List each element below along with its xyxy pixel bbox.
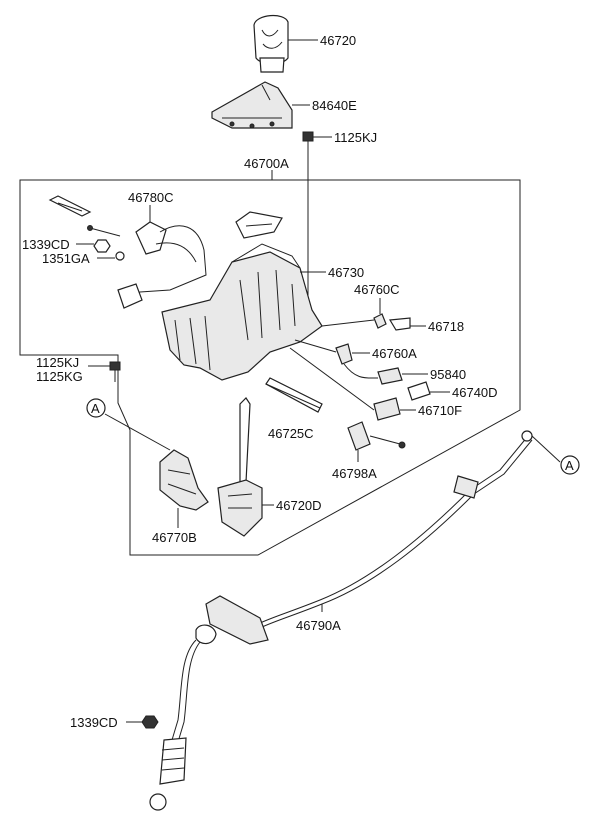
part-label-1125kg: 1125KG [36,369,83,384]
sensor-95840-part [343,363,403,385]
shift-knob-part [253,15,289,73]
clip-46760c-part [373,313,387,329]
part-label-84640e: 84640E [312,98,357,113]
part-label-95840: 95840 [430,367,466,382]
reference-a-left: A [91,401,100,416]
assembly-frame-outline [19,179,521,556]
part-label-46760a: 46760A [372,346,417,361]
washer-1351ga-part [115,251,125,261]
part-label-46730: 46730 [328,265,364,280]
clip-46718-part [388,317,411,331]
holder-46710f-part [373,397,401,421]
part-label-1125kj-mid: 1125KJ [36,355,79,370]
bolt-1125kj-top [302,131,314,152]
part-label-46710f: 46710F [418,403,462,418]
part-label-46720d: 46720D [276,498,322,513]
nut-1339cd-bottom-part [141,715,159,729]
part-label-46740d: 46740D [452,385,498,400]
part-label-46780c: 46780C [128,190,174,205]
bracket-46770b-part [159,449,209,511]
part-label-1339cd-b: 1339CD [70,715,118,730]
screw-part [87,225,121,237]
reference-a-right-circle [560,455,580,475]
part-label-1351ga: 1351GA [42,251,90,266]
part-label-46760c: 46760C [354,282,400,297]
shift-boot-cover-part [211,81,293,129]
reference-a-right: A [565,458,574,473]
part-label-46725c: 46725C [268,426,314,441]
part-label-46720: 46720 [320,33,356,48]
pin-46725c-part [265,377,323,413]
part-label-1125kj-top: 1125KJ [334,130,377,145]
nut-1339cd-part [93,239,111,253]
leader-ref-a-left [104,413,171,451]
part-label-46718: 46718 [428,319,464,334]
part-label-1339cd-a: 1339CD [22,237,70,252]
bolt-1125kg-part [109,361,121,382]
part-label-46790a: 46790A [296,618,341,633]
part-label-46770b: 46770B [152,530,197,545]
shift-lever-46720d-part [217,397,263,537]
shifter-housing-part [161,211,323,381]
reference-a-left-circle [86,398,106,418]
leader-ref-a-right [531,435,561,463]
part-label-46798a: 46798A [332,466,377,481]
shift-cable-46790a-part [149,430,533,811]
bracket-46760a-part [335,343,353,365]
shift-lock-solenoid-part [117,221,207,309]
bracket-46740d-part [407,381,431,401]
mounting-plate-part [48,195,92,217]
bracket-46798a-part [347,421,406,451]
part-label-46700a: 46700A [244,156,289,171]
